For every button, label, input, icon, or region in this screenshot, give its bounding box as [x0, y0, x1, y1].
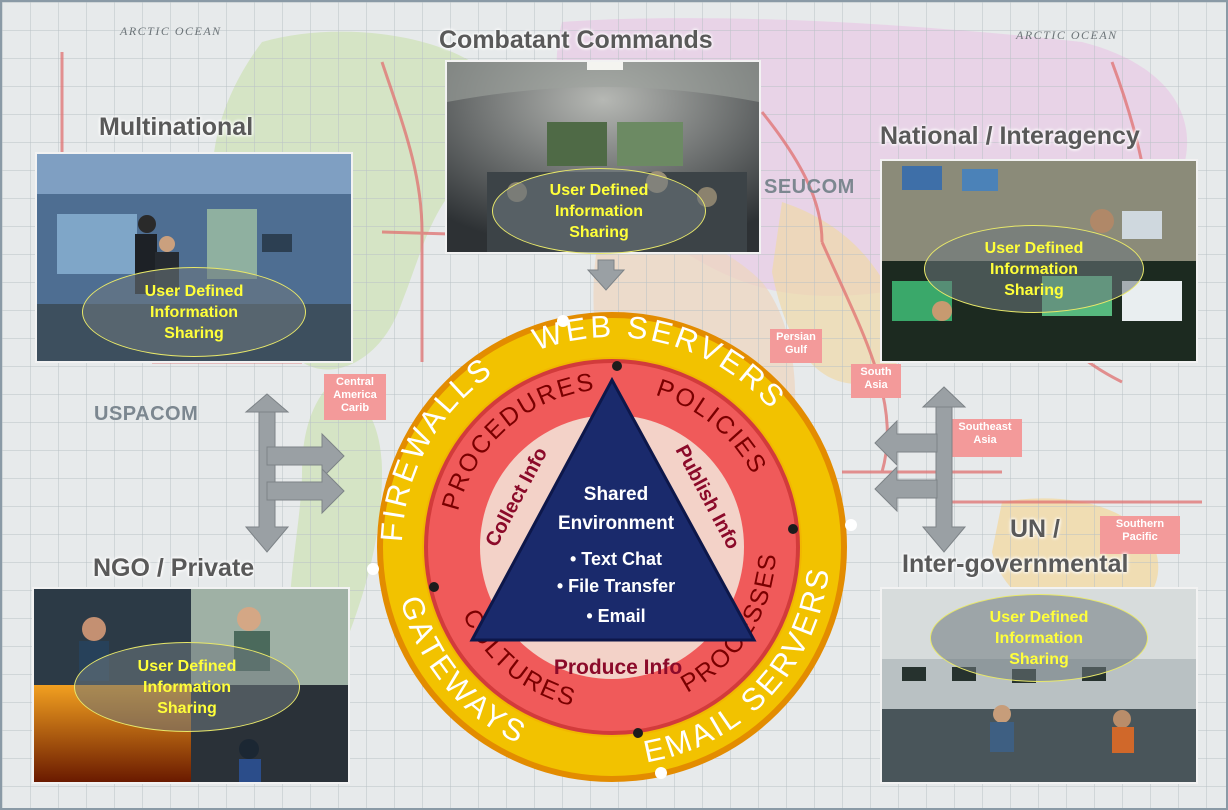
region-tag-line: Central — [336, 376, 374, 388]
region-tag-south-asia: South Asia — [851, 364, 901, 398]
region-tag-line: Pacific — [1122, 531, 1158, 543]
region-label-seucom: SEUCOM — [764, 176, 855, 198]
bubble-national-interagency: User Defined Information Sharing — [924, 225, 1144, 313]
arrow-right-vertical — [921, 396, 967, 553]
arrow-right-horizontal-bottom — [874, 465, 938, 513]
arrow-left-horizontal-top — [266, 432, 345, 480]
bubble-text: User Defined — [984, 239, 1084, 257]
bubble-text: Information — [555, 202, 643, 220]
region-tag-line: Southern — [1115, 518, 1165, 530]
bubble-un: User Defined Information Sharing — [930, 594, 1148, 682]
bubble-text: User Defined — [989, 608, 1089, 626]
photo-national-interagency — [880, 159, 1198, 363]
triangle-item-text-chat: • Text Chat — [570, 549, 662, 569]
central-diagram: WEB SERVERS FIREWALLS EMAIL SERVERS GATE… — [367, 309, 857, 782]
region-tag-central-america: Central America Carib — [324, 374, 386, 420]
region-tag-line: Asia — [864, 379, 888, 391]
bubble-text: User Defined — [144, 282, 244, 300]
ocean-label: ARCTIC OCEAN — [120, 24, 222, 38]
region-tag-line: Persian — [776, 331, 816, 343]
bubble-text: Sharing — [1009, 650, 1069, 668]
bubble-text: Information — [990, 260, 1078, 278]
bubble-text: Sharing — [569, 223, 629, 241]
arrow-top-vertical — [586, 259, 626, 291]
region-tag-southeast-asia: Southeast Asia — [948, 419, 1022, 457]
arrow-left-vertical — [244, 401, 290, 553]
region-tag-persian-gulf: Persian Gulf — [770, 329, 822, 363]
triangle-item-email: • Email — [586, 606, 645, 626]
region-tag-line: America — [333, 389, 377, 401]
photo-illustration — [882, 161, 1196, 361]
bubble-text: User Defined — [549, 181, 649, 199]
inner-ring-dots — [429, 361, 798, 738]
region-tag-southern-pacific: Southern Pacific — [1100, 516, 1180, 554]
node-title-ngo-private: NGO / Private — [93, 554, 255, 582]
bubble-combatant-commands: User Defined Information Sharing — [492, 168, 706, 254]
region-tag-line: Asia — [973, 434, 997, 446]
arrow-left-horizontal-bottom — [266, 467, 345, 515]
bubble-text: Sharing — [1004, 281, 1064, 299]
node-title-multinational: Multinational — [99, 113, 254, 141]
bubble-text: Information — [995, 629, 1083, 647]
bubble-text: Sharing — [157, 699, 217, 717]
triangle-item-file-transfer: • File Transfer — [557, 576, 675, 596]
bubble-text: Sharing — [164, 324, 224, 342]
shared-environment-triangle — [469, 376, 757, 642]
region-label-uspacom: USPACOM — [94, 403, 199, 425]
bubble-ngo-private: User Defined Information Sharing — [74, 642, 300, 732]
ocean-label: ARCTIC OCEAN — [1016, 28, 1118, 42]
node-title-combatant-commands: Combatant Commands — [439, 26, 713, 54]
arrow-right-horizontal-top — [874, 419, 938, 467]
bubble-text: User Defined — [137, 657, 237, 675]
region-tag-line: Carib — [340, 402, 370, 414]
region-tag-line: Southeast — [958, 421, 1012, 433]
node-title-inter-governmental: Inter-governmental — [902, 550, 1129, 578]
triangle-title: Environment — [558, 513, 675, 534]
node-title-national-interagency: National / Interagency — [880, 122, 1140, 150]
region-tag-line: South — [860, 366, 892, 378]
bubble-text: Information — [150, 303, 238, 321]
outer-ring-dots — [367, 315, 857, 779]
triangle-title: Shared — [584, 484, 648, 505]
region-tag-line: Gulf — [785, 344, 807, 356]
node-title-un: UN / — [1010, 515, 1060, 543]
flow-produce-info: Produce Info — [554, 656, 682, 679]
bubble-multinational: User Defined Information Sharing — [82, 267, 306, 357]
bubble-text: Information — [143, 678, 231, 696]
